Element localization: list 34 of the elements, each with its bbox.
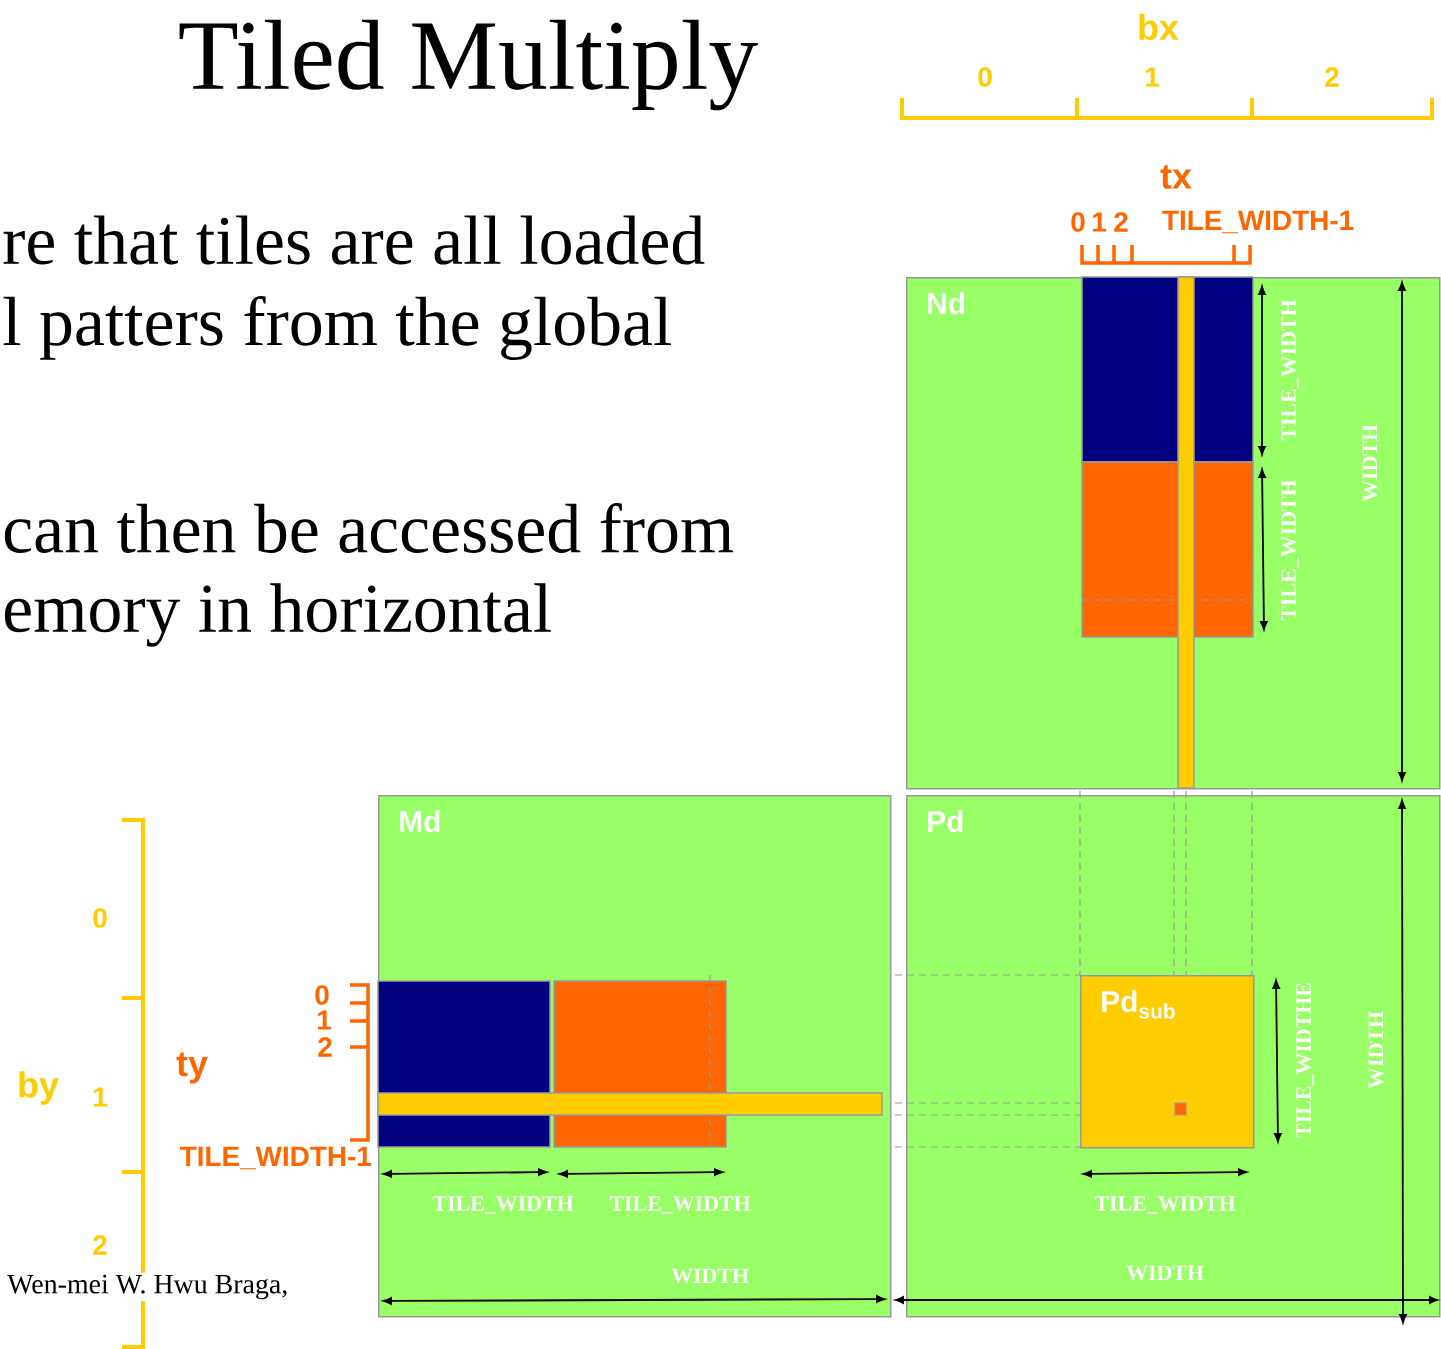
dimension-label: TILE_WIDTH bbox=[609, 1196, 751, 1214]
footer-text: Wen-mei W. Hwu Braga, bbox=[5, 1272, 291, 1302]
index-label: 2 bbox=[1325, 67, 1339, 87]
index-label: 1 bbox=[94, 1087, 107, 1107]
dimension-label: TILE_WIDTH bbox=[1281, 479, 1299, 621]
index-label: 1 bbox=[1146, 67, 1159, 87]
dimension-label: WIDTH bbox=[1362, 424, 1378, 502]
index-label: 0 bbox=[1071, 212, 1085, 232]
body-text: can then be accessed from bbox=[4, 503, 734, 553]
axis-label: ty bbox=[176, 1052, 208, 1084]
index-label: 1 bbox=[1093, 212, 1106, 232]
index-label: 2 bbox=[93, 1235, 107, 1255]
index-label: 2 bbox=[1114, 212, 1128, 232]
axis-label: by bbox=[19, 1071, 59, 1105]
body-text: l patters from the global bbox=[3, 295, 671, 361]
dimension-label: TILE_WIDTH bbox=[1281, 299, 1299, 441]
title: Tiled Multiply bbox=[179, 19, 758, 111]
axis-label: bx bbox=[1139, 13, 1179, 41]
index-label: 0 bbox=[93, 908, 107, 928]
dimension-label: WIDTH bbox=[1126, 1265, 1204, 1281]
dimension-label: TILE_WIDTHE bbox=[1296, 983, 1314, 1138]
body-text: emory in horizontal bbox=[4, 583, 551, 647]
dimension-label: TILE_WIDTH bbox=[1094, 1196, 1236, 1214]
index-label: TILE_WIDTH-1 bbox=[1162, 210, 1354, 234]
index-label: 0 bbox=[315, 985, 329, 1005]
dimension-label: WIDTH bbox=[1368, 1011, 1384, 1089]
body-text: re that tiles are all loaded bbox=[3, 215, 705, 265]
axis-label: tx bbox=[1160, 165, 1192, 189]
sub-tile-box: Pd$_{sub}$ bbox=[1080, 975, 1255, 1149]
index-label: 1 bbox=[318, 1010, 331, 1030]
index-label: 2 bbox=[318, 1037, 332, 1057]
dimension-label: WIDTH bbox=[671, 1268, 749, 1284]
dimension-label: TILE_WIDTH bbox=[432, 1196, 574, 1214]
index-label: 0 bbox=[978, 67, 992, 87]
